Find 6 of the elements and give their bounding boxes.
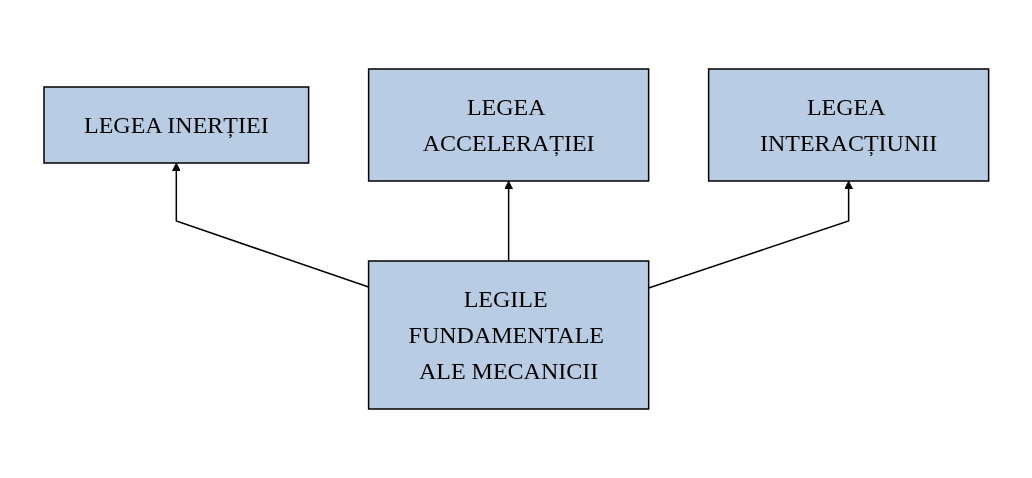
arrow [503,180,513,262]
node-box: LEGILE FUNDAMENTALE ALE MECANICII [367,260,650,410]
node-box: LEGEA ACCELERAȚIEI [367,68,650,182]
arrow [171,162,369,288]
node-box: LEGEA INTERACȚIUNII [707,68,990,182]
node-box: LEGEA INERȚIEI [42,86,310,164]
